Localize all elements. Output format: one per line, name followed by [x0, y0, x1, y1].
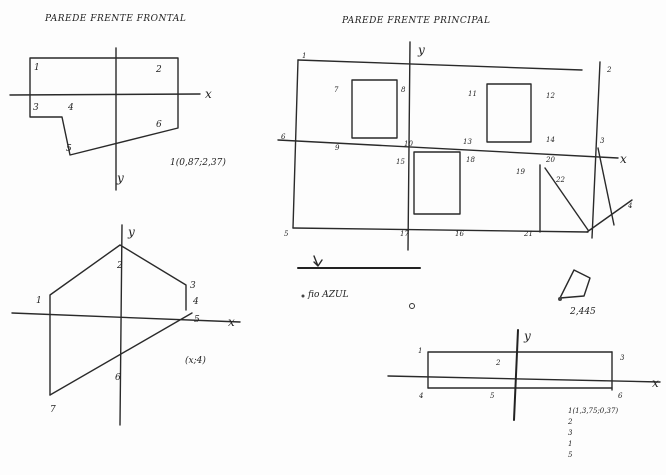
front-note: 1(0,87;2,37)	[170, 157, 226, 168]
main-point-9: 9	[335, 144, 340, 152]
sketch-front-wall: x y 1 2 3 4 5 6 1(0,87;2,37)	[9, 47, 226, 191]
main-left-edge	[292, 59, 299, 229]
bottom-x-label: x	[652, 376, 659, 390]
main-y-label: y	[417, 43, 425, 57]
small-circle-mark	[409, 303, 415, 309]
fio-arrow	[313, 255, 323, 267]
main-point-13: 13	[463, 138, 472, 146]
front-wall-y-label: y	[116, 171, 124, 185]
bottom-point-1: 1	[418, 347, 422, 355]
main-point-16: 16	[455, 230, 464, 238]
front-point-6: 6	[156, 120, 162, 130]
gable-outline	[49, 244, 187, 396]
main-right-slope	[597, 147, 615, 226]
bottom-point-6: 6	[618, 392, 623, 400]
gable-x-axis	[11, 312, 241, 323]
main-point-19: 19	[516, 168, 525, 176]
gable-y-label: y	[127, 225, 135, 239]
gable-point-6: 6	[115, 373, 121, 383]
main-point-21: 21	[523, 230, 533, 238]
main-point-1: 1	[302, 52, 306, 60]
main-x-axis	[277, 139, 619, 159]
main-point-20: 20	[545, 156, 555, 164]
main-point-3: 3	[600, 137, 605, 145]
main-point-7: 7	[334, 86, 339, 94]
bottom-x-axis	[387, 375, 661, 383]
main-point-17: 17	[400, 230, 409, 238]
bottom-wall-top	[427, 351, 613, 389]
front-point-1: 1	[34, 63, 40, 73]
fio-dot	[301, 294, 305, 298]
small-polygon: 2,445	[558, 269, 596, 317]
front-wall-x-label: x	[205, 87, 212, 101]
main-point-15: 15	[396, 158, 405, 166]
front-point-3: 3	[33, 103, 39, 113]
bottom-point-3: 3	[620, 354, 625, 362]
sketch-bottom-wall: y x 1 2 3 4 5 6 1(1,3,75;0,37) 2 3 1 5	[387, 329, 661, 459]
main-point-12: 12	[546, 92, 555, 100]
sketch-main-wall: y x 1 2 3 4 5 6 7 8 9 10 11 12 13 14 15 …	[277, 41, 633, 251]
bottom-y-label: y	[523, 329, 531, 343]
main-bottom-edge	[292, 227, 589, 233]
bottom-point-5: 5	[490, 392, 495, 400]
main-point-6: 6	[281, 133, 286, 141]
ramp-diagonal	[544, 167, 589, 231]
main-x-label: x	[620, 152, 627, 166]
gable-point-2: 2	[116, 261, 123, 271]
bottom-note-line-1: 1(1,3,75;0,37)	[568, 407, 618, 415]
window-right	[486, 83, 532, 143]
main-point-5: 5	[284, 230, 289, 238]
window-left	[351, 79, 398, 139]
gable-point-4: 4	[192, 297, 199, 307]
bottom-y-axis	[513, 329, 519, 421]
main-y-axis	[407, 41, 411, 251]
bottom-note-line-4: 1	[568, 440, 572, 448]
main-right-return	[586, 199, 633, 233]
gable-x-label: x	[228, 315, 235, 329]
sketch-gable: y x 1 2 3 4 5 6 7 (x;4)	[11, 224, 241, 426]
front-point-4: 4	[67, 103, 74, 113]
small-polygon-dot	[558, 297, 562, 301]
main-point-10: 10	[404, 140, 413, 148]
main-point-11: 11	[468, 90, 477, 98]
front-point-5: 5	[66, 144, 72, 154]
title-front-wall: PAREDE FRENTE FRONTAL	[44, 14, 186, 24]
front-wall-x-axis	[9, 93, 201, 96]
main-right-vertical	[591, 61, 601, 239]
gable-note: (x;4)	[185, 355, 206, 366]
main-point-22: 22	[555, 176, 565, 184]
small-polygon-shape	[559, 269, 591, 299]
main-point-4: 4	[627, 202, 632, 210]
bottom-point-2: 2	[495, 359, 501, 367]
door-center	[413, 151, 461, 215]
gable-y-axis	[119, 224, 123, 426]
gable-point-7: 7	[50, 405, 56, 415]
fio-label: fio AZUL	[307, 290, 349, 300]
main-point-8: 8	[401, 86, 406, 94]
gable-point-1: 1	[36, 296, 42, 306]
bottom-note-line-5: 5	[568, 451, 573, 459]
main-point-2: 2	[606, 66, 612, 74]
bottom-point-4: 4	[418, 392, 423, 400]
gable-point-5: 5	[194, 315, 200, 325]
bottom-note-line-2: 2	[567, 418, 573, 426]
gable-point-3: 3	[190, 281, 196, 291]
fio-legend: fio AZUL	[297, 255, 421, 309]
bottom-note-line-3: 3	[568, 429, 573, 437]
main-point-18: 18	[466, 156, 475, 164]
title-main-wall: PAREDE FRENTE PRINCIPAL	[341, 16, 491, 26]
small-polygon-note: 2,445	[569, 307, 596, 317]
front-wall-outline	[29, 57, 179, 156]
main-point-14: 14	[546, 136, 555, 144]
main-top-edge	[297, 59, 583, 71]
front-point-2: 2	[155, 65, 162, 75]
